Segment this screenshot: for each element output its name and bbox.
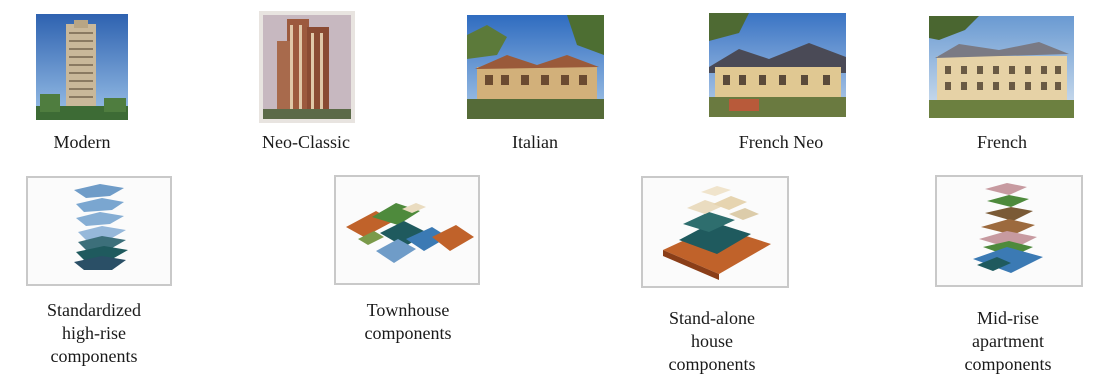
component-label-mid-rise-apartment: Mid-rise apartment components — [964, 308, 1052, 374]
italian-photo — [467, 15, 604, 119]
mid-rise-apartment-model — [935, 175, 1083, 287]
french-neo-photo — [709, 13, 846, 117]
style-label-neo-classic: Neo-Classic — [262, 132, 350, 152]
modern-photo — [36, 14, 128, 120]
neo-classic-photo — [259, 11, 355, 123]
style-label-modern: Modern — [53, 132, 111, 152]
stand-alone-house-model — [641, 176, 789, 288]
style-label-french-neo: French Neo — [738, 132, 824, 152]
component-label-townhouse: Townhouse components — [364, 300, 452, 343]
style-label-french: French — [977, 132, 1027, 152]
high-rise-model — [26, 176, 172, 286]
style-label-italian: Italian — [512, 132, 558, 152]
component-label-high-rise: Standardized high-rise components — [47, 300, 141, 366]
townhouse-model — [334, 175, 480, 285]
french-photo — [929, 16, 1074, 118]
component-label-stand-alone-house: Stand-alone house components — [668, 308, 756, 374]
